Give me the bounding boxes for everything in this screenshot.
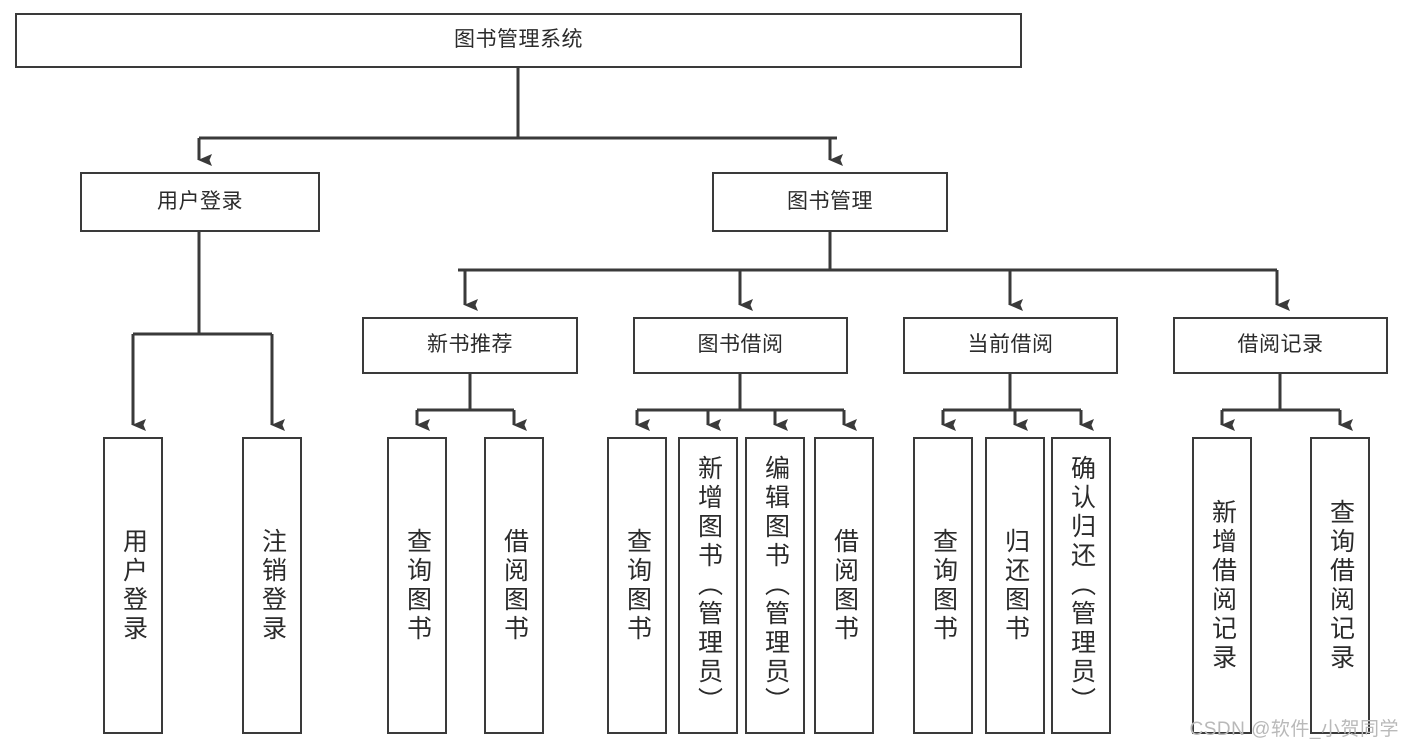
- node-leaf-confirm-return[interactable]: 确认归还（管理员）: [1051, 437, 1111, 734]
- node-label: 新增借阅记录: [1208, 498, 1237, 673]
- node-label: 借阅图书: [500, 527, 529, 644]
- node-leaf-query-book-1[interactable]: 查询图书: [387, 437, 447, 734]
- node-label: 查询图书: [929, 527, 958, 644]
- node-book-manage[interactable]: 图书管理: [712, 172, 948, 232]
- node-leaf-query-book-3[interactable]: 查询图书: [913, 437, 973, 734]
- node-leaf-add-record[interactable]: 新增借阅记录: [1192, 437, 1252, 734]
- node-label: 查询图书: [403, 527, 432, 644]
- node-label: 新增图书（管理员）: [694, 455, 723, 716]
- node-leaf-edit-book[interactable]: 编辑图书（管理员）: [745, 437, 805, 734]
- node-leaf-borrow-book-1[interactable]: 借阅图书: [484, 437, 544, 734]
- node-label: 借阅记录: [1237, 333, 1324, 357]
- node-label: 图书管理系统: [454, 28, 583, 52]
- node-user-login[interactable]: 用户登录: [80, 172, 320, 232]
- node-new-book-rec[interactable]: 新书推荐: [362, 317, 578, 374]
- node-label: 用户登录: [119, 527, 148, 644]
- node-label: 图书借阅: [697, 333, 784, 357]
- node-label: 查询借阅记录: [1326, 498, 1355, 673]
- node-label: 查询图书: [623, 527, 652, 644]
- node-label: 归还图书: [1001, 527, 1030, 644]
- node-borrow-record[interactable]: 借阅记录: [1173, 317, 1388, 374]
- node-leaf-borrow-book-2[interactable]: 借阅图书: [814, 437, 874, 734]
- node-label: 借阅图书: [830, 527, 859, 644]
- node-leaf-return-book[interactable]: 归还图书: [985, 437, 1045, 734]
- node-label: 编辑图书（管理员）: [761, 455, 790, 716]
- node-label: 图书管理: [787, 189, 873, 213]
- node-leaf-query-book-2[interactable]: 查询图书: [607, 437, 667, 734]
- node-root-system[interactable]: 图书管理系统: [15, 13, 1022, 68]
- node-label: 确认归还（管理员）: [1067, 455, 1096, 716]
- node-book-borrow[interactable]: 图书借阅: [633, 317, 848, 374]
- node-label: 当前借阅: [967, 333, 1054, 357]
- watermark-text: CSDN @软件_小贺同学: [1189, 719, 1399, 740]
- node-leaf-add-book[interactable]: 新增图书（管理员）: [678, 437, 738, 734]
- node-label: 用户登录: [157, 189, 243, 213]
- node-label: 新书推荐: [427, 333, 513, 357]
- node-leaf-user-login[interactable]: 用户登录: [103, 437, 163, 734]
- node-leaf-query-record[interactable]: 查询借阅记录: [1310, 437, 1370, 734]
- node-leaf-logout[interactable]: 注销登录: [242, 437, 302, 734]
- node-current-borrow[interactable]: 当前借阅: [903, 317, 1118, 374]
- node-label: 注销登录: [258, 527, 287, 644]
